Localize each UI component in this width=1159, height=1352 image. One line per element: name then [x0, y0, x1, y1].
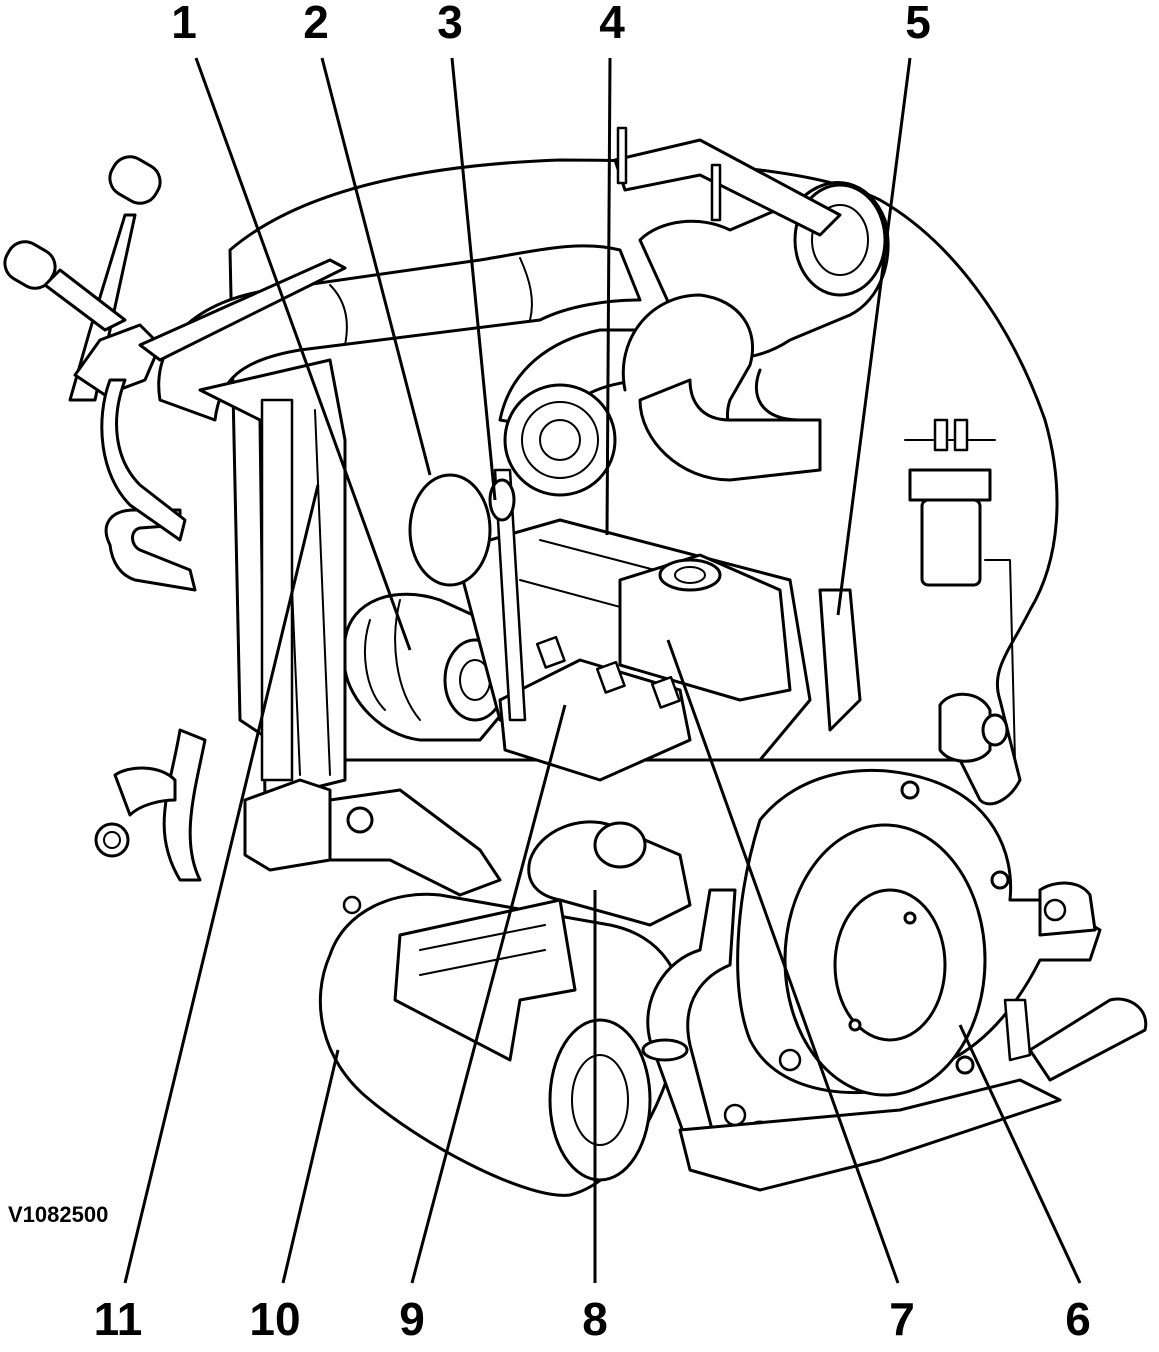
callout-5: 5 [905, 0, 931, 48]
leader-line-6 [958, 1024, 1082, 1284]
leader-line-9 [410, 704, 567, 1284]
leader-line-4 [605, 57, 612, 536]
callout-11: 11 [94, 1293, 143, 1345]
callout-4: 4 [599, 0, 625, 48]
callout-10: 10 [249, 1293, 300, 1345]
callout-labels: 1 2 3 4 5 6 7 8 9 10 11 [94, 0, 1091, 1345]
leader-line-1 [194, 57, 412, 651]
engine-illustration [3, 126, 1148, 1197]
callout-1: 1 [171, 0, 197, 48]
leader-line-11 [123, 484, 320, 1284]
leader-lines [123, 57, 1082, 1284]
leader-line-10 [281, 1049, 340, 1284]
callout-2: 2 [303, 0, 329, 48]
callout-9: 9 [399, 1293, 425, 1345]
callout-7: 7 [889, 1293, 915, 1345]
callout-3: 3 [437, 0, 463, 48]
leader-line-5 [836, 57, 912, 616]
callout-6: 6 [1065, 1293, 1091, 1345]
leader-line-7 [666, 639, 900, 1284]
leader-line-3 [450, 57, 497, 501]
leader-line-2 [320, 57, 432, 476]
callout-8: 8 [582, 1293, 608, 1345]
figure-reference-code: V1082500 [8, 1202, 108, 1227]
